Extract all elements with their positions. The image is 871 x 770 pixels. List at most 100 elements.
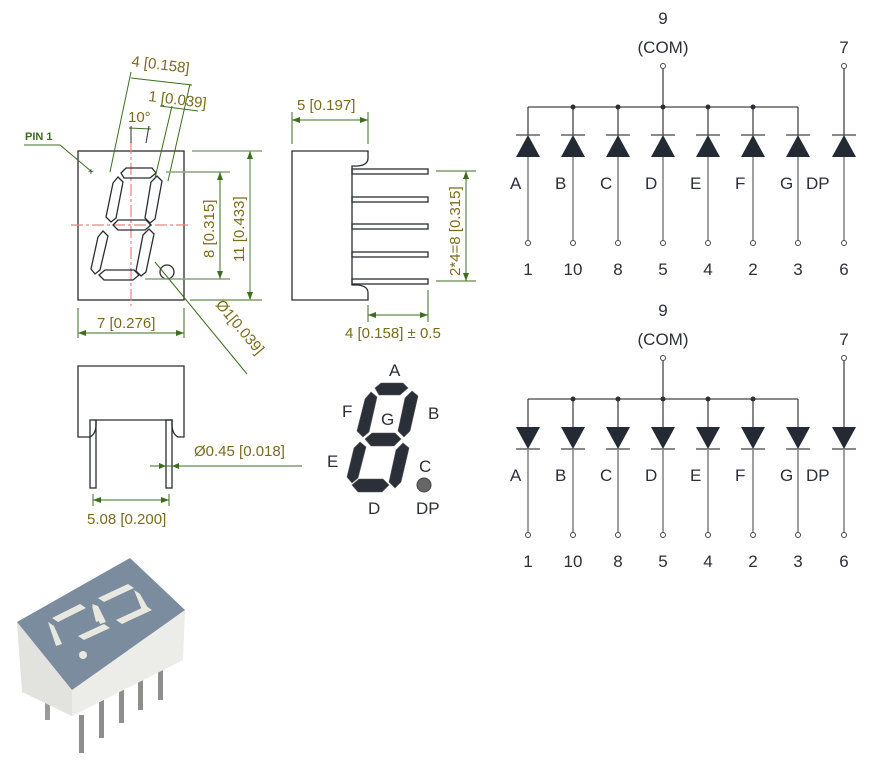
bottom-view: Ø0.45 [0.018] 5.08 [0.200] xyxy=(77,365,302,528)
segment-label: C xyxy=(600,466,612,485)
segment-outline-b xyxy=(144,175,163,224)
segment-outline-c xyxy=(135,228,155,277)
junction-dot xyxy=(660,396,666,402)
diode-f: F2 xyxy=(735,104,765,279)
pin-number: 1 xyxy=(523,552,532,571)
diode-d: D5 xyxy=(645,104,675,279)
pin-terminal xyxy=(795,532,801,538)
bottom-body-outline xyxy=(77,365,185,438)
diode-icon xyxy=(651,427,675,449)
arrow-up-icon xyxy=(217,172,223,180)
segment-label: D xyxy=(645,174,657,193)
diode-icon xyxy=(561,427,585,449)
side-body-outline xyxy=(291,150,369,301)
photo-body-front-face xyxy=(72,610,185,716)
pin-terminal xyxy=(570,240,576,246)
legend-label-dp: DP xyxy=(416,499,440,518)
pin-terminal xyxy=(525,532,531,538)
dim-body-width-text: 7 [0.276] xyxy=(97,315,155,332)
photo-pin xyxy=(119,685,124,723)
dim-digit-height-text: 8 [0.315] xyxy=(201,200,218,258)
arrow-down-icon xyxy=(247,292,253,300)
segment-label: G xyxy=(780,466,793,485)
segment-label: B xyxy=(555,174,566,193)
pin-terminal xyxy=(660,532,666,538)
ext-line-a1 xyxy=(109,71,132,173)
angle-ref-slant xyxy=(145,125,150,144)
pin-number: 5 xyxy=(658,260,667,279)
segment-outline-g xyxy=(112,219,152,231)
side-pin xyxy=(351,196,429,203)
pin1-marker-icon: + xyxy=(88,167,94,178)
diode-icon xyxy=(606,135,630,157)
pin-terminal xyxy=(795,240,801,246)
diode-d: D5 xyxy=(645,396,675,571)
diode-icon xyxy=(786,135,810,157)
photo-pin xyxy=(45,690,50,720)
pin-terminal xyxy=(750,532,756,538)
segment-label: E xyxy=(690,466,701,485)
diode-f: F2 xyxy=(735,396,765,571)
bottom-pin-left xyxy=(89,419,97,489)
diode-icon xyxy=(741,427,765,449)
side-pin xyxy=(351,168,429,175)
photo-display-face xyxy=(17,558,185,690)
pin-number: 5 xyxy=(658,552,667,571)
segment-label: C xyxy=(600,174,612,193)
diode-dp: DP6 xyxy=(806,427,856,571)
photo-body-left-face xyxy=(17,622,72,716)
arrow-down-icon xyxy=(463,273,469,281)
arrow-right-icon xyxy=(159,463,166,469)
front-view: + PIN 1 4 [0.158] 1 [0.039] 10° xyxy=(24,53,267,375)
photo-pin xyxy=(79,715,84,753)
segment-outline-d xyxy=(98,269,140,281)
junction-dot xyxy=(570,104,576,110)
photo-pins xyxy=(45,662,163,753)
arrow-left-icon xyxy=(368,312,376,318)
legend-label-a: A xyxy=(389,361,401,380)
dp-common-pin-number: 7 xyxy=(839,38,848,57)
pin-number: 4 xyxy=(703,260,712,279)
legend-label-e: E xyxy=(327,452,338,471)
legend-label-g: G xyxy=(381,410,394,429)
arrow-left-icon xyxy=(292,117,300,123)
side-pin xyxy=(351,278,429,285)
diode-b: B10 xyxy=(555,396,585,571)
segment-label: A xyxy=(510,466,522,485)
side-view: 5 [0.197] 2*4=8 [0.315] 4 [0.158] ± 0.5 xyxy=(291,97,476,342)
pin-terminal xyxy=(615,240,621,246)
ext-line-a2 xyxy=(167,83,191,182)
legend-segment-g xyxy=(364,432,402,447)
pin-terminal xyxy=(660,240,666,246)
pin-terminal xyxy=(525,240,531,246)
diode-a: A1 xyxy=(510,107,540,279)
junction-dot xyxy=(615,396,621,402)
digit-outline xyxy=(90,167,175,281)
photo-pin xyxy=(138,672,143,710)
dim-line-segment-stroke xyxy=(159,105,199,112)
com-label: (COM) xyxy=(638,38,689,57)
legend-segment-dp xyxy=(416,477,432,493)
com-pin-number: 9 xyxy=(658,301,667,320)
diode-icon xyxy=(561,135,585,157)
legend-label-c: C xyxy=(419,457,431,476)
pin-terminal xyxy=(570,532,576,538)
pin-number: 6 xyxy=(839,552,848,571)
dim-pin-length-text: 4 [0.158] ± 0.5 xyxy=(345,325,441,342)
legend-label-d: D xyxy=(368,499,380,518)
arrow-right-icon xyxy=(161,497,169,503)
diode-icon xyxy=(832,427,856,449)
diode-dp: DP6 xyxy=(806,134,856,279)
dim-segment-width-text: 4 [0.158] xyxy=(131,53,191,77)
arrow-down-icon xyxy=(217,271,223,279)
pin-number: 3 xyxy=(793,552,802,571)
pin-terminal xyxy=(705,532,711,538)
side-pin xyxy=(351,223,429,230)
diode-icon xyxy=(651,135,675,157)
pin-number: 2 xyxy=(748,552,757,571)
junction-dot xyxy=(615,104,621,110)
dp-common-terminal xyxy=(841,63,847,69)
diode-g: G3 xyxy=(780,399,810,571)
